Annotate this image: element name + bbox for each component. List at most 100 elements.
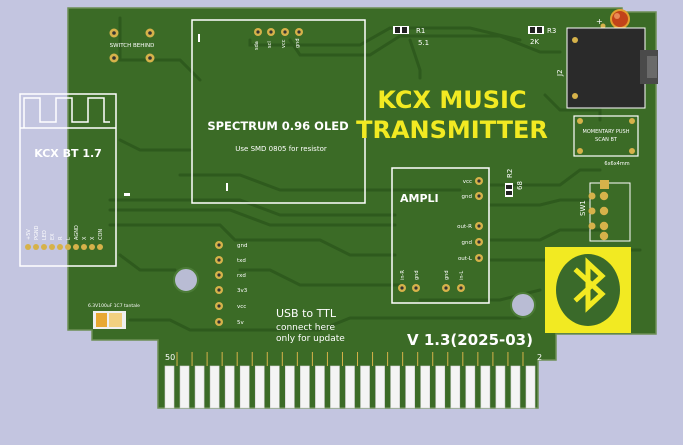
push-button-outline <box>573 115 639 157</box>
edge-finger <box>525 365 536 409</box>
edge-finger <box>179 365 190 409</box>
switch-behind-label: SWITCH BEHIND <box>110 43 155 49</box>
edge-finger <box>390 365 400 409</box>
edge-finger <box>300 365 310 409</box>
push-button-label-2: SCAN BT <box>595 137 618 143</box>
oled-title: SPECTRUM 0.96 OLED <box>207 119 348 133</box>
pcb-board <box>67 7 657 409</box>
edge-finger <box>465 365 476 409</box>
bt-pin-label: R <box>58 236 64 240</box>
usb-ttl-header-pads <box>215 241 223 326</box>
ampli-outline <box>391 167 490 304</box>
j2-label: J2 <box>556 69 564 77</box>
edge-finger <box>194 365 205 409</box>
bt-module-title: KCX BT 1.7 <box>34 147 102 160</box>
usb-title: USB to TTL <box>276 307 337 320</box>
led-pad <box>600 23 606 29</box>
sw1-pads <box>588 180 609 241</box>
audio-jack-j2 <box>566 27 658 109</box>
oled-pin-label: scl <box>267 41 273 48</box>
version-label: V 1.3(2025-03) <box>407 331 533 349</box>
push-button-label-1: MOMENTARY PUSH <box>583 129 630 135</box>
silk-mark <box>198 34 200 42</box>
usb-pin-label: rxd <box>237 273 246 279</box>
bt-pin-label: AGND <box>74 225 80 240</box>
resistor-r3 <box>528 26 544 34</box>
ampli-pin-label: gnd <box>414 270 420 280</box>
oled-header-pads <box>254 28 303 36</box>
ampli-pin-label: out-R <box>457 224 472 230</box>
edge-finger <box>269 365 280 409</box>
silk-mark <box>124 193 130 196</box>
r3-label: R3 <box>547 27 556 35</box>
edge-finger <box>315 365 325 409</box>
edge-finger <box>224 365 235 409</box>
usb-pin-label: gnd <box>237 243 247 249</box>
led-plus-sign: + <box>596 17 603 26</box>
edge-finger <box>450 365 461 409</box>
edge-finger <box>254 365 265 409</box>
r1-label: R1 <box>416 27 425 35</box>
usb-pin-label: 5v <box>237 320 244 326</box>
oled-pin-label: gnd <box>295 38 301 48</box>
led-highlight <box>614 13 620 19</box>
edge-finger <box>209 365 220 409</box>
edge-finger <box>239 365 250 409</box>
bt-module-pins <box>25 244 103 250</box>
edge-connector-fingers <box>164 352 536 409</box>
oled-note: Use SMD 0805 for resistor <box>235 145 327 153</box>
bt-pin-label: +5V <box>26 229 32 240</box>
oled-pin-label: sda <box>254 41 260 50</box>
edge-finger <box>345 365 355 409</box>
silk-mark <box>226 183 228 191</box>
r3-value: 2K <box>530 38 539 46</box>
bt-pin-label: X <box>82 236 88 240</box>
oled-pin-label: vcc <box>281 39 287 48</box>
bt-module <box>19 93 117 267</box>
edge-finger <box>360 365 370 409</box>
edge-finger <box>375 365 385 409</box>
r2-value: 68 <box>516 181 524 190</box>
mounting-hole <box>173 267 199 293</box>
edge-finger <box>164 365 175 409</box>
edge-number-left: 50 <box>165 353 175 362</box>
capacitor-label: 6.3V100uF 1C7 tantale <box>88 303 140 309</box>
edge-finger <box>435 365 446 409</box>
bt-pin-label: X <box>90 236 96 240</box>
bt-pin-label: LED <box>42 230 48 240</box>
r2-label: R2 <box>506 169 514 178</box>
antenna-icon <box>23 97 110 128</box>
ampli-pin-label: out-L <box>458 256 473 262</box>
edge-number-right: 2 <box>537 353 542 362</box>
bt-pin-label: EX <box>50 233 56 240</box>
ampli-pin-label: gnd <box>462 194 472 200</box>
resistor-r1 <box>393 26 409 34</box>
r1-value: 5.1 <box>418 39 429 47</box>
edge-finger <box>405 365 415 409</box>
led <box>610 9 630 29</box>
usb-pin-label: 3v3 <box>237 288 248 294</box>
ampli-pin-label: in-R <box>400 270 406 280</box>
edge-finger <box>480 365 491 409</box>
board-title-line1: KCX MUSIC <box>377 86 526 114</box>
ampli-pin-label: gnd <box>462 240 472 246</box>
bt-pin-label: PGND <box>34 225 40 240</box>
usb-pin-label: txd <box>237 258 246 264</box>
edge-finger <box>420 365 431 409</box>
edge-finger <box>495 365 506 409</box>
usb-note-line1: connect here <box>276 323 335 333</box>
push-button-size: 6x6x4mm <box>604 161 629 167</box>
board-title-line2: TRANSMITTER <box>356 116 548 144</box>
ampli-title: AMPLI <box>400 192 439 205</box>
bt-pin-label: L <box>66 237 72 240</box>
edge-finger <box>285 365 295 409</box>
ampli-pin-label: gnd <box>444 270 450 280</box>
mounting-hole <box>510 292 536 318</box>
push-button-pads <box>577 118 635 154</box>
ampli-pads <box>398 177 483 292</box>
ampli-pin-label: in-L <box>459 271 465 280</box>
ampli-pin-label: vcc <box>463 179 472 185</box>
sw1-label: SW1 <box>579 200 587 216</box>
